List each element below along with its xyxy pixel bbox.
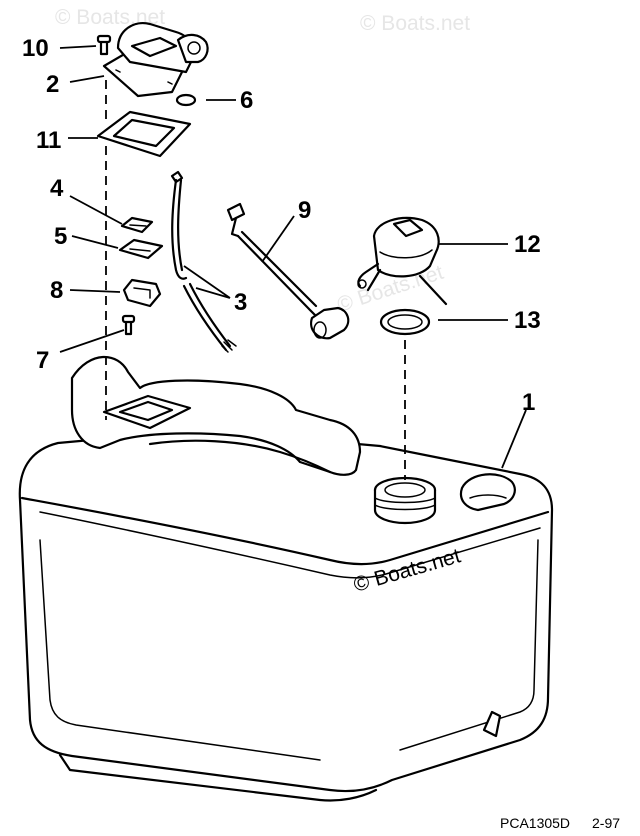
callout-12: 12: [514, 231, 541, 258]
o-ring-small: [175, 93, 197, 107]
callout-labels: 10 2 6 11 4 5 8 7 3 9 12 13 1: [22, 35, 541, 416]
callout-3: 3: [234, 289, 247, 316]
fuel-cap: [357, 216, 448, 306]
screw-bracket: [121, 314, 136, 336]
callout-8: 8: [50, 277, 63, 304]
callout-6: 6: [240, 87, 253, 114]
callout-13: 13: [514, 307, 541, 334]
hose-bracket: [122, 278, 162, 308]
callout-7: 7: [36, 347, 49, 374]
connector-plate-holes: [115, 69, 173, 85]
date-code: 2-97: [592, 815, 620, 831]
spacer-plate: [120, 216, 154, 234]
callout-2: 2: [46, 71, 59, 98]
cap-gasket-ring: [379, 308, 431, 336]
callout-11: 11: [36, 127, 61, 154]
screw-top: [96, 34, 112, 56]
leader-lines: [59, 45, 527, 469]
fuel-tank-body: [18, 355, 554, 802]
figure-code: PCA1305D: [500, 815, 570, 831]
callout-1: 1: [522, 389, 535, 416]
tank-handle-molding: [70, 355, 362, 476]
watermark-top-right: © Boats.net: [360, 12, 470, 35]
tank-pump-pad: [102, 394, 192, 430]
tank-vent-boss: [459, 473, 516, 512]
tank-front-rib: [39, 511, 541, 579]
tank-filler-neck: [373, 476, 437, 525]
connector-side-fitting: [176, 33, 209, 64]
tank-handle-inner: [148, 439, 332, 474]
connector-fitting-ring: [187, 41, 201, 55]
callout-4: 4: [50, 175, 64, 202]
fuel-connector-assembly: [102, 22, 209, 98]
cap-gasket-ring-inner: [387, 314, 423, 330]
tank-bottom-foot: [58, 753, 378, 802]
fuel-pickup-tubes: [170, 170, 237, 353]
tank-pump-pad-opening: [118, 400, 174, 422]
connector-window: [130, 36, 178, 58]
callout-9: 9: [298, 197, 311, 224]
callout-5: 5: [54, 223, 67, 250]
tank-right-foot: [482, 710, 502, 738]
tank-top-edge: [20, 496, 550, 566]
tank-side-groove-right: [399, 539, 539, 751]
connector-gasket: [96, 110, 192, 158]
callout-10: 10: [22, 35, 49, 62]
tank-side-groove: [39, 539, 321, 761]
small-gasket: [118, 238, 164, 260]
